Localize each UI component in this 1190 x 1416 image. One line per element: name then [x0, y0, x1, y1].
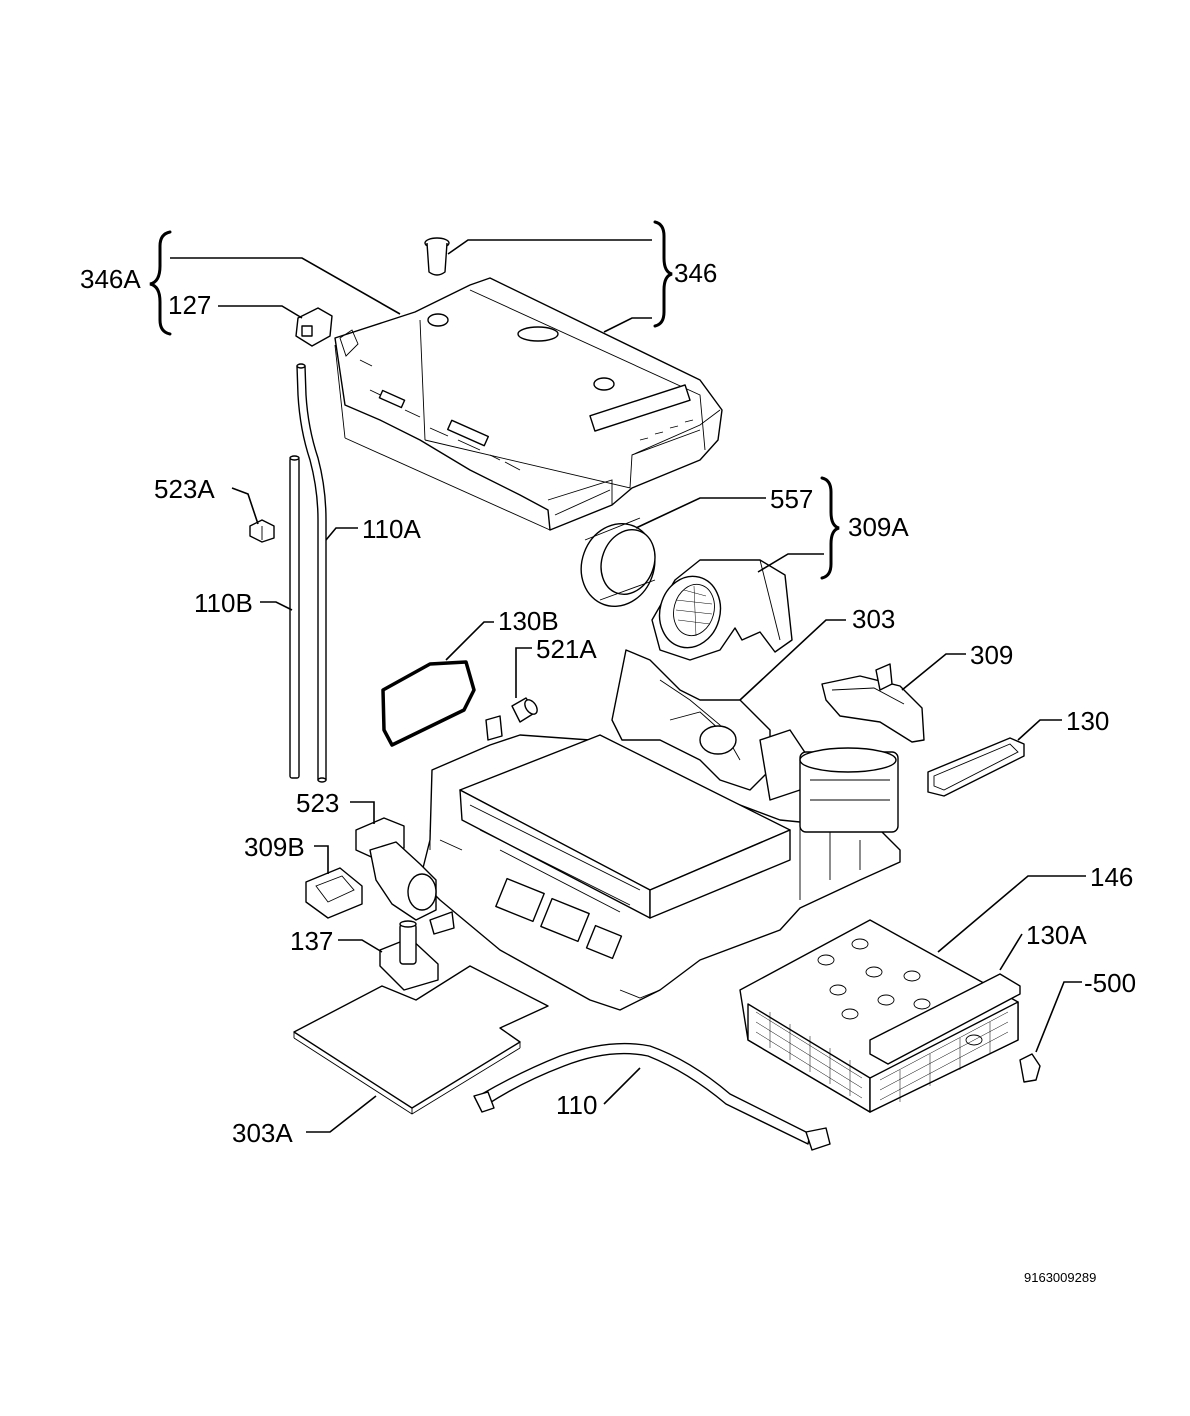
fan-housing-309A-part	[651, 559, 793, 661]
float-137-part	[379, 920, 439, 991]
mat-303A-part	[293, 965, 549, 1115]
callout-303: 303	[852, 604, 895, 634]
gasket-130-part	[927, 737, 1025, 797]
cover-309-part	[821, 663, 925, 743]
bracket-127-part	[295, 307, 359, 357]
base-housing-part	[419, 715, 901, 1011]
callout-346A: 346A	[80, 264, 141, 294]
fan-ring-557-part	[580, 517, 656, 608]
callout-500: -500	[1084, 968, 1136, 998]
sleeve-521A-part	[511, 697, 538, 723]
callout-557: 557	[770, 484, 813, 514]
callout-130: 130	[1066, 706, 1109, 736]
callout-130B: 130B	[498, 606, 559, 636]
relay-523-part	[355, 817, 455, 935]
callout-303A: 303A	[232, 1118, 293, 1148]
callout-309: 309	[970, 640, 1013, 670]
handle-500-part	[1019, 1053, 1041, 1083]
water-container-part	[334, 277, 723, 531]
condenser-146-part	[739, 919, 1019, 1113]
holder-309B-part	[305, 867, 363, 919]
callout-309A: 309A	[848, 512, 909, 542]
bracket-309A	[820, 476, 840, 580]
callout-521A: 521A	[536, 634, 597, 664]
callout-110: 110	[556, 1090, 597, 1120]
callout-146: 146	[1090, 862, 1133, 892]
drawing-number: 9163009289	[1024, 1270, 1096, 1285]
callout-523A: 523A	[154, 474, 215, 504]
callout-346: 346	[674, 258, 717, 288]
callout-127: 127	[168, 290, 211, 320]
gasket-130A-part	[869, 973, 1021, 1065]
drain-hose-110-part	[473, 1042, 831, 1151]
air-duct-303-part	[611, 649, 811, 801]
callout-309B: 309B	[244, 832, 305, 862]
gasket-130B-part	[381, 660, 476, 747]
filler-cap-part	[424, 237, 450, 276]
hose-110A-part	[296, 363, 327, 783]
callout-110A: 110A	[362, 514, 421, 544]
callout-523: 523	[296, 788, 339, 818]
bracket-346A	[149, 230, 172, 336]
callout-110B: 110B	[194, 588, 253, 618]
callout-130A: 130A	[1026, 920, 1087, 950]
hose-110B-part	[289, 455, 300, 779]
clip-523A-part	[249, 519, 275, 543]
callout-137: 137	[290, 926, 333, 956]
leader-lines	[170, 239, 1086, 1133]
bracket-346	[653, 220, 673, 328]
